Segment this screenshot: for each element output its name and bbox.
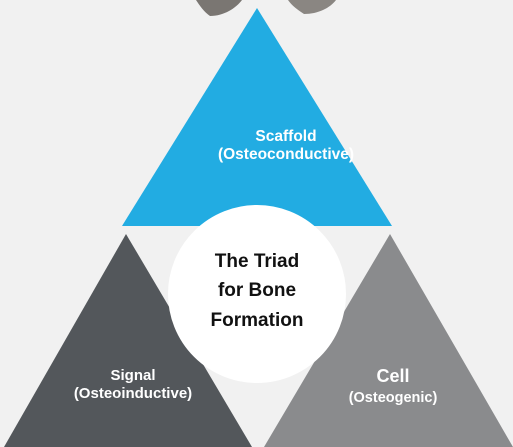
center-label: The Triad for Bone Formation [182,247,332,335]
signal-label: Signal (Osteoinductive) [42,367,224,403]
center-line-3: Formation [182,306,332,335]
scaffold-triangle [122,8,392,226]
scaffold-subtitle: (Osteoconductive) [196,146,376,164]
cell-title: Cell [318,366,468,387]
center-line-1: The Triad [182,247,332,276]
center-line-2: for Bone [182,276,332,305]
cell-subtitle: (Osteogenic) [318,390,468,407]
scaffold-title: Scaffold [196,128,376,146]
cell-label: Cell (Osteogenic) [318,366,468,406]
bone-image-fragment-left [196,0,242,16]
signal-title: Signal [42,367,224,385]
bone-image-fragment-right [288,0,336,14]
scaffold-label: Scaffold (Osteoconductive) [196,128,376,164]
signal-subtitle: (Osteoinductive) [42,385,224,403]
